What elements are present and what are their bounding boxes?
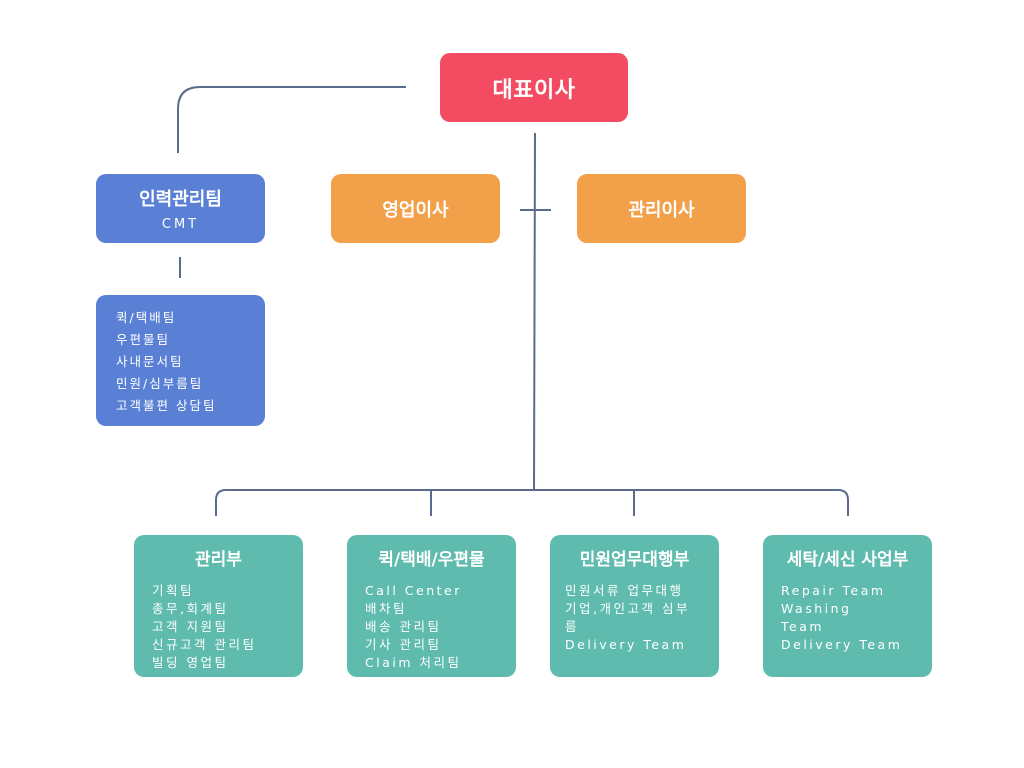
list-item: 기업,개인고객 심부 <box>565 601 690 616</box>
list-item: 사내문서팀 <box>116 354 184 369</box>
department-box-delivery: 퀵/택배/우편물 Call Center 배차팀 배송 관리팀 기사 관리팀 C… <box>347 535 516 677</box>
department-team-list: 기획팀 총무,회계팀 고객 지원팀 신규고객 관리팀 빌딩 영업팀 <box>134 582 303 672</box>
hr-box: 인력관리팀 CMT <box>96 174 265 243</box>
hr-team-list: 퀵/택배팀 우편물팀 사내문서팀 민원/심부름팀 고객불편 상담팀 <box>116 307 265 417</box>
hr-teams-box: 퀵/택배팀 우편물팀 사내문서팀 민원/심부름팀 고객불편 상담팀 <box>96 295 265 426</box>
ceo-label: 대표이사 <box>492 77 576 103</box>
list-item: Team <box>781 619 825 634</box>
department-box-management: 관리부 기획팀 총무,회계팀 고객 지원팀 신규고객 관리팀 빌딩 영업팀 <box>134 535 303 677</box>
list-item: Claim 처리팀 <box>365 655 462 670</box>
list-item: 고객 지원팀 <box>152 619 229 634</box>
department-box-laundry: 세탁/세신 사업부 Repair Team Washing Team Deliv… <box>763 535 932 677</box>
list-item: Call Center <box>365 583 462 598</box>
department-team-list: Call Center 배차팀 배송 관리팀 기사 관리팀 Claim 처리팀 <box>347 582 516 672</box>
department-title: 민원업무대행부 <box>579 550 690 570</box>
list-item: Delivery Team <box>565 637 687 652</box>
list-item: 신규고객 관리팀 <box>152 637 257 652</box>
department-box-civil-affairs: 민원업무대행부 민원서류 업무대행 기업,개인고객 심부 름 Delivery … <box>550 535 719 677</box>
list-item: Washing <box>781 601 852 616</box>
list-item: 퀵/택배팀 <box>116 310 177 325</box>
connector-ceo-hr <box>177 86 406 153</box>
list-item: 우편물팀 <box>116 332 171 347</box>
hr-sub: CMT <box>161 217 200 232</box>
department-team-list: 민원서류 업무대행 기업,개인고객 심부 름 Delivery Team <box>550 582 719 654</box>
list-item: 민원서류 업무대행 <box>565 583 684 598</box>
list-item: 배송 관리팀 <box>365 619 442 634</box>
connector-ceo-trunk <box>533 132 536 491</box>
department-title: 관리부 <box>195 550 242 570</box>
sales-director-box: 영업이사 <box>331 174 500 243</box>
sales-director-label: 영업이사 <box>382 199 449 221</box>
list-item: 기획팀 <box>152 583 195 598</box>
list-item: 름 <box>565 619 580 634</box>
department-team-list: Repair Team Washing Team Delivery Team <box>763 582 932 654</box>
list-item: 배차팀 <box>365 601 408 616</box>
department-title: 퀵/택배/우편물 <box>378 550 485 570</box>
list-item: 빌딩 영업팀 <box>152 655 229 670</box>
list-item: 총무,회계팀 <box>152 601 229 616</box>
list-item: 고객불편 상담팀 <box>116 398 217 413</box>
list-item: 민원/심부름팀 <box>116 376 204 391</box>
hr-label: 인력관리팀 <box>139 189 222 210</box>
list-item: 기사 관리팀 <box>365 637 442 652</box>
list-item: Delivery Team <box>781 637 903 652</box>
admin-director-box: 관리이사 <box>577 174 746 243</box>
list-item: Repair Team <box>781 583 886 598</box>
connector-bottom-bus <box>215 489 849 516</box>
admin-director-label: 관리이사 <box>628 199 695 221</box>
ceo-box: 대표이사 <box>440 53 628 122</box>
department-title: 세탁/세신 사업부 <box>786 550 909 570</box>
